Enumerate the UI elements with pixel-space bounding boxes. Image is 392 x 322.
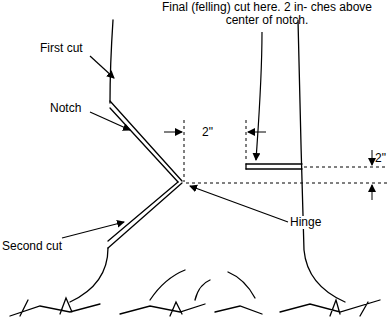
dimension-arrow: [164, 132, 182, 133]
leader-arrow: [90, 56, 114, 78]
trunk-edge: [110, 20, 113, 103]
leader-arrow: [256, 32, 262, 160]
dimension-label: 2": [375, 152, 386, 165]
second-cut-line: [108, 182, 178, 241]
dimension-arrow: [372, 185, 373, 200]
felling-cut-line: [246, 163, 302, 164]
part-label: Hinge: [290, 216, 321, 229]
part-label: Notch: [50, 102, 81, 115]
first-cut-line: [110, 108, 178, 182]
dimension-arrow: [248, 132, 266, 133]
felling-cut-line: [246, 168, 302, 169]
root-line: [150, 270, 185, 300]
part-label: Second cut: [2, 240, 62, 253]
dimension-extension: [186, 183, 388, 184]
dimension-extension: [184, 120, 185, 182]
part-label: First cut: [40, 42, 83, 55]
grass: [10, 298, 100, 316]
instruction-note: Final (felling) cut here. 2 in- ches abo…: [144, 1, 390, 27]
dimension-arrow: [372, 150, 373, 165]
grass: [120, 302, 262, 316]
root-line: [195, 280, 210, 300]
first-cut-line: [110, 101, 182, 181]
leader-arrow: [62, 222, 124, 238]
trunk-edge: [298, 20, 345, 302]
grass: [280, 300, 380, 316]
dimension-extension: [304, 167, 388, 168]
trunk-edge: [70, 248, 108, 302]
leader-arrow: [190, 186, 288, 222]
root-line: [228, 272, 255, 298]
dimension-label: 2": [202, 126, 213, 139]
dimension-extension: [246, 120, 247, 160]
second-cut-line: [108, 183, 182, 248]
felling-cut-line: [245, 164, 246, 169]
leader-arrow: [90, 112, 130, 130]
